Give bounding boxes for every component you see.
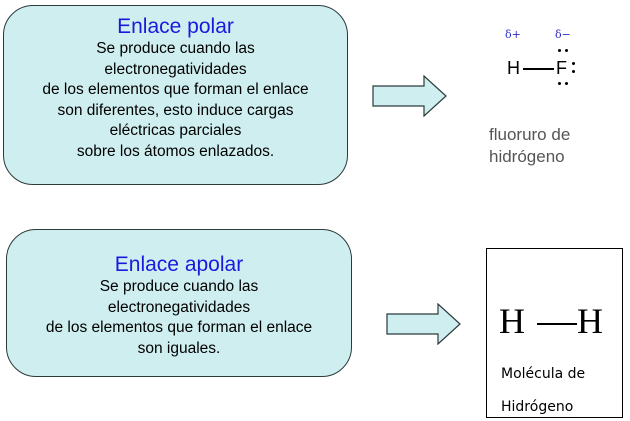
apolar-bond-box: Enlace apolar Se produce cuando las elec… <box>6 229 352 377</box>
lone-pair-dot <box>558 49 561 52</box>
partial-negative-charge: δ− <box>555 28 571 41</box>
apolar-line: Se produce cuando las <box>99 278 259 295</box>
polar-line: sobre los átomos enlazados. <box>76 142 275 160</box>
polar-bond-box: Enlace polar Se produce cuando las elect… <box>3 5 348 185</box>
hydrogen-atom: H <box>577 301 603 341</box>
lone-pair-dot <box>558 82 561 85</box>
lone-pair-dot <box>572 70 575 73</box>
lone-pair-dot <box>572 62 575 65</box>
right-arrow-icon <box>386 303 461 345</box>
hf-caption-line: fluoruro de <box>489 125 571 144</box>
hf-caption-line: hidrógeno <box>489 147 565 166</box>
apolar-line: de los elementos que forman el enlace <box>45 319 313 336</box>
polar-line: eléctricas parciales <box>109 122 242 139</box>
apolar-bond-title: Enlace apolar <box>114 253 244 276</box>
h2-caption-line: Molécula de <box>501 366 586 382</box>
h2-caption-line: Hidrógeno <box>501 399 574 415</box>
hydrogen-atom: H <box>499 301 525 341</box>
fluorine-atom: F <box>556 58 567 78</box>
polar-line: son diferentes, esto induce cargas <box>57 101 294 119</box>
hf-bond-line <box>523 68 554 70</box>
lone-pair-dot <box>565 82 568 85</box>
hf-caption: fluoruro de hidrógeno <box>489 124 570 168</box>
hf-molecule: δ+ δ− H F <box>495 28 585 88</box>
polar-bond-title: Enlace polar <box>117 15 234 38</box>
polar-bond-description: Se produce cuando las electronegatividad… <box>4 39 347 162</box>
apolar-bond-description: Se produce cuando las electronegatividad… <box>7 277 351 359</box>
lone-pair-dot <box>565 49 568 52</box>
apolar-line: electronegatividades <box>107 298 251 316</box>
polar-line: electronegatividades <box>104 60 247 78</box>
h2-structural-formula: H H <box>499 301 619 341</box>
hydrogen-atom: H <box>507 58 520 78</box>
polar-line: Se produce cuando las <box>96 40 255 57</box>
h2-molecule-frame: H H Molécula de Hidrógeno <box>486 248 623 418</box>
right-arrow-icon <box>372 75 447 117</box>
partial-positive-charge: δ+ <box>505 28 521 41</box>
h2-bond-line <box>537 323 577 325</box>
apolar-line: son iguales. <box>137 339 221 357</box>
polar-line: de los elementos que forman el enlace <box>42 81 309 98</box>
